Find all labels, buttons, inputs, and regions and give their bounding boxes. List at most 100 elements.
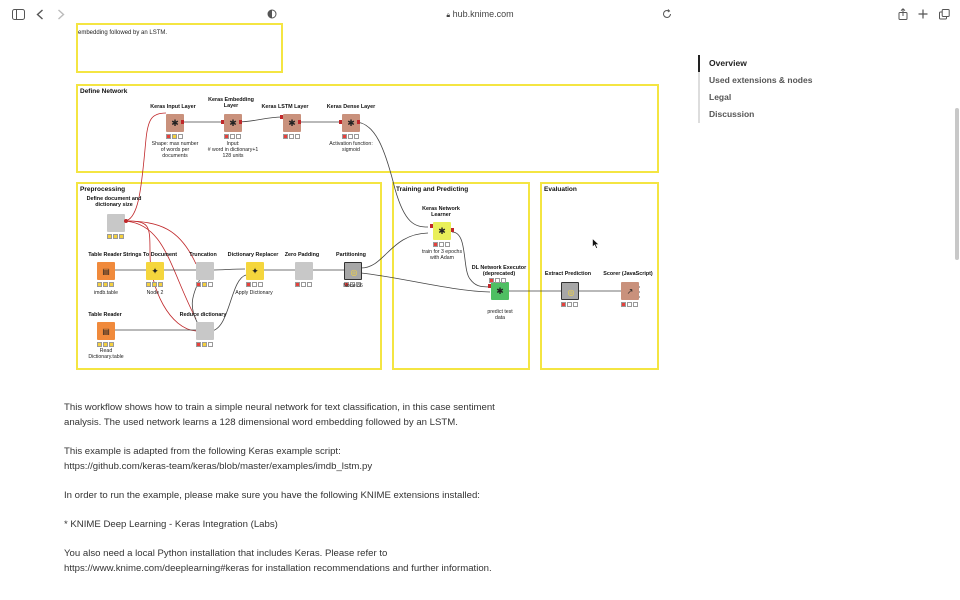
node-status-lights bbox=[146, 282, 164, 287]
toc-item-used-extensions[interactable]: Used extensions & nodes bbox=[709, 75, 813, 85]
node-label-keras-dense: Keras Dense Layer bbox=[326, 104, 376, 110]
node-keras-embedding[interactable]: ✱ bbox=[224, 114, 242, 132]
toc-active-indicator bbox=[698, 55, 700, 72]
keras-gear-icon: ✱ bbox=[229, 117, 237, 128]
node-status-lights bbox=[344, 282, 362, 287]
node-keras-input[interactable]: ✱ bbox=[166, 114, 184, 132]
node-status-lights bbox=[342, 134, 360, 139]
workflow-canvas: embedding followed by an LSTM. Define Ne… bbox=[0, 23, 680, 379]
node-label-reduce-dict: Reduce dictionary bbox=[179, 312, 227, 318]
node-desc-keras-dense: Activation function: sigmoid bbox=[329, 141, 373, 153]
back-icon[interactable] bbox=[32, 6, 48, 22]
node-label-extract-pred: Extract Prediction bbox=[544, 271, 592, 277]
desc-line: This example is adapted from the followi… bbox=[64, 446, 341, 457]
new-tab-icon[interactable] bbox=[915, 6, 931, 22]
keras-gear-icon: ✱ bbox=[496, 285, 504, 296]
link-part-executor bbox=[360, 272, 491, 293]
node-status-lights bbox=[246, 282, 264, 287]
node-define-document[interactable] bbox=[107, 214, 125, 232]
node-status-lights bbox=[621, 302, 639, 307]
forward-icon[interactable] bbox=[53, 6, 69, 22]
toc-item-legal[interactable]: Legal bbox=[709, 92, 732, 102]
node-table-reader-dictionary[interactable]: ▤ bbox=[97, 322, 115, 340]
toc-item-overview[interactable]: Overview bbox=[709, 58, 747, 68]
annotation-snippet: embedding followed by an LSTM. bbox=[78, 30, 168, 36]
node-extract-prediction[interactable]: ◎ bbox=[561, 282, 579, 300]
mouse-cursor-icon bbox=[592, 238, 600, 249]
node-desc-dict-replacer: Apply Dictionary bbox=[235, 290, 273, 296]
link-define-to-reduce bbox=[123, 220, 197, 320]
link-learner-executor bbox=[451, 231, 491, 288]
link-define-to-input bbox=[123, 112, 167, 222]
node-status-lights bbox=[166, 134, 184, 139]
partition-icon: ◎ bbox=[350, 267, 358, 277]
node-status-lights bbox=[433, 242, 451, 247]
reload-icon[interactable] bbox=[659, 6, 675, 22]
transform-icon: ✦ bbox=[251, 265, 259, 276]
node-desc-dl-executor: predict test data bbox=[487, 309, 513, 321]
link-trunc-dictrep bbox=[209, 268, 246, 271]
node-scorer-javascript[interactable]: ↗ bbox=[621, 282, 639, 300]
table-icon: ▤ bbox=[102, 326, 110, 336]
node-label-keras-lstm: Keras LSTM Layer bbox=[261, 104, 309, 110]
link-define-to-learner bbox=[123, 220, 197, 332]
page-scrollbar[interactable] bbox=[955, 108, 959, 260]
node-keras-network-learner[interactable]: ✱ bbox=[433, 222, 451, 240]
node-partitioning[interactable]: ◎ bbox=[344, 262, 362, 280]
node-label-partitioning: Partitioning bbox=[336, 252, 366, 258]
node-status-lights bbox=[196, 342, 214, 347]
extract-icon: ◎ bbox=[567, 287, 575, 297]
node-table-reader-imdb[interactable]: ▤ bbox=[97, 262, 115, 280]
node-truncation[interactable] bbox=[196, 262, 214, 280]
node-dl-network-executor[interactable]: ✱ bbox=[491, 282, 509, 300]
link-reduce-dictrep bbox=[209, 274, 247, 332]
node-status-lights bbox=[97, 282, 115, 287]
node-label-keras-embed: Keras Embedding Layer bbox=[208, 97, 254, 109]
desc-line: You also need a local Python installatio… bbox=[64, 548, 388, 559]
keras-gear-icon: ✱ bbox=[171, 117, 179, 128]
node-label-dl-executor: DL Network Executor (deprecated) bbox=[471, 265, 527, 277]
chart-icon: ↗ bbox=[626, 286, 634, 296]
desc-line: In order to run the example, please make… bbox=[64, 490, 480, 501]
keras-gear-icon: ✱ bbox=[347, 117, 355, 128]
node-label-net-learner: Keras Network Learner bbox=[422, 206, 460, 218]
node-status-lights bbox=[97, 342, 115, 347]
node-status-lights bbox=[196, 282, 214, 287]
group-evaluation: Evaluation bbox=[540, 182, 659, 370]
toc-item-discussion[interactable]: Discussion bbox=[709, 109, 755, 119]
annotation-box-top bbox=[76, 23, 283, 73]
privacy-shield-icon[interactable] bbox=[264, 6, 280, 22]
node-status-lights bbox=[224, 134, 242, 139]
node-desc-keras-embed: Input: # word in dictionary+1 128 units bbox=[207, 141, 259, 159]
node-zero-padding[interactable] bbox=[295, 262, 313, 280]
node-status-lights bbox=[561, 302, 579, 307]
node-desc-strings-doc: Node 2 bbox=[146, 290, 164, 296]
lock-icon: 🔒︎ bbox=[446, 12, 451, 19]
share-icon[interactable] bbox=[895, 6, 911, 22]
desc-link-keras-example[interactable]: https://github.com/keras-team/keras/blob… bbox=[64, 461, 373, 472]
node-reduce-dictionary[interactable] bbox=[196, 322, 214, 340]
node-dictionary-replacer[interactable]: ✦ bbox=[246, 262, 264, 280]
node-status-lights bbox=[295, 282, 313, 287]
node-keras-lstm[interactable]: ✱ bbox=[283, 114, 301, 132]
node-status-lights bbox=[489, 278, 507, 283]
table-icon: ▤ bbox=[102, 266, 110, 276]
transform-icon: ✦ bbox=[151, 265, 159, 276]
node-desc-keras-input: Shape: max number of words per documents bbox=[151, 141, 199, 159]
tab-overview-icon[interactable] bbox=[936, 6, 952, 22]
node-strings-to-document[interactable]: ✦ bbox=[146, 262, 164, 280]
node-keras-dense[interactable]: ✱ bbox=[342, 114, 360, 132]
keras-gear-icon: ✱ bbox=[438, 225, 446, 236]
desc-link-knime-deeplearning[interactable]: https://www.knime.com/deeplearning#keras… bbox=[64, 563, 492, 574]
desc-line: analysis. The used network learns a 128 … bbox=[64, 417, 458, 428]
node-desc-table-reader2: Read Dictionary.table bbox=[88, 348, 124, 360]
url-text[interactable]: hub.knime.com bbox=[452, 9, 514, 19]
link-embed-lstm bbox=[236, 116, 284, 123]
group-define-network: Define Network bbox=[76, 84, 659, 173]
node-label-dict-replacer: Dictionary Replacer bbox=[227, 252, 279, 258]
node-label-truncation: Truncation bbox=[189, 252, 217, 258]
sidebar-toggle-icon[interactable] bbox=[10, 6, 26, 22]
desc-line: This workflow shows how to train a simpl… bbox=[64, 402, 495, 413]
link-dense-learner bbox=[354, 121, 429, 228]
node-label-scorer: Scorer (JavaScript) bbox=[603, 271, 653, 277]
